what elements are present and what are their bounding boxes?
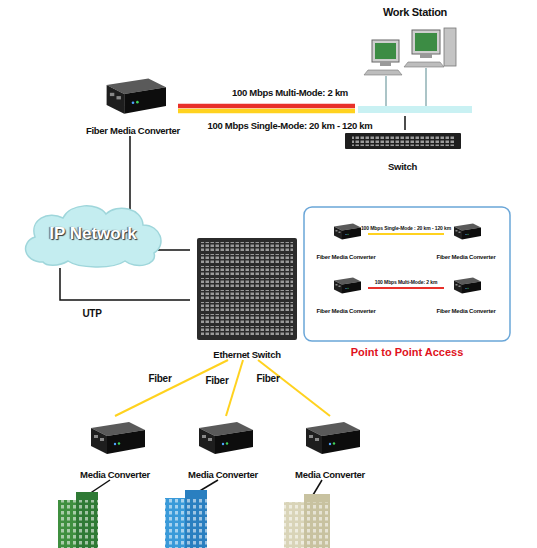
device-label: Fiber Media Converter: [316, 254, 375, 260]
connector-line: [226, 360, 243, 416]
edge-label: 100 Mbps Multi-Mode: 2 km: [232, 87, 348, 98]
device-label: Ethernet Switch: [213, 349, 280, 360]
connector-line: [258, 360, 330, 416]
edge-label: Fiber: [149, 373, 172, 384]
device-label: Fiber Media Converter: [316, 308, 375, 314]
media-converter-icon: [107, 79, 166, 114]
media-converter-icon: [334, 278, 361, 294]
device-node: Fiber Media Converter: [324, 276, 368, 314]
building-icon: [284, 494, 330, 548]
device-node: Media Converter: [285, 416, 375, 480]
connector-line: [178, 104, 355, 109]
building-icon: [58, 492, 98, 548]
building-icon: [165, 490, 207, 548]
device-node: Switch: [340, 130, 465, 172]
panel-title: Point to Point Access: [351, 346, 464, 358]
panel-outline: [303, 206, 511, 358]
edge-label: Fiber: [206, 375, 229, 386]
device-node: Fiber Media Converter: [88, 72, 178, 136]
connector-line: [178, 109, 355, 114]
device-label: Fiber Media Converter: [436, 308, 495, 314]
connector-line: [404, 116, 406, 130]
media-converter-icon: [334, 224, 361, 240]
switch-icon: [345, 133, 461, 149]
device-node: Media Converter: [178, 416, 268, 480]
media-converter-icon: [91, 422, 145, 454]
connector-line: [115, 360, 228, 416]
device-label: Media Converter: [80, 469, 150, 480]
device-label: Media Converter: [188, 469, 258, 480]
edge-label: Fiber: [257, 373, 280, 384]
device-label: Fiber Media Converter: [436, 254, 495, 260]
connector-line: [60, 268, 190, 300]
rack-switch-icon: [197, 238, 297, 340]
media-converter-icon: [454, 224, 481, 240]
media-converter-icon: [199, 422, 253, 454]
edge-label: 100 Mbps Single-Mode: 20 km - 120 km: [207, 120, 372, 131]
edge-label: 100 Mbps Multi-Mode: 2 km: [375, 279, 438, 285]
device-label: Work Station: [383, 6, 447, 18]
connector-line: [368, 287, 444, 289]
cloud-shape: [26, 206, 161, 267]
media-converter-icon: [306, 422, 360, 454]
connector-line: [368, 233, 444, 235]
workstation-icon: [358, 28, 472, 113]
device-label: Switch: [388, 161, 417, 172]
device-node: Fiber Media Converter: [444, 276, 488, 314]
panel-border: [304, 207, 510, 341]
device-node: Fiber Media Converter: [324, 222, 368, 260]
media-converter-icon: [454, 278, 481, 294]
cloud-node: IP Network: [18, 200, 168, 268]
device-label: Fiber Media Converter: [86, 125, 180, 136]
device-node: Ethernet Switch: [190, 236, 304, 360]
edge-label: 100 Mbps Single-Mode : 20 km - 120 km: [361, 225, 451, 231]
device-node: Media Converter: [70, 416, 160, 480]
inset-panel: Point to Point Access Fiber Media Convert…: [303, 206, 511, 358]
cloud-outline: [18, 200, 168, 268]
connector-line: [130, 136, 190, 250]
workstation-node: Work Station: [355, 4, 475, 116]
device-label: Media Converter: [295, 469, 365, 480]
edge-label: UTP: [82, 308, 101, 319]
device-node: Fiber Media Converter: [444, 222, 488, 260]
cloud-label: IP Network: [49, 224, 137, 244]
